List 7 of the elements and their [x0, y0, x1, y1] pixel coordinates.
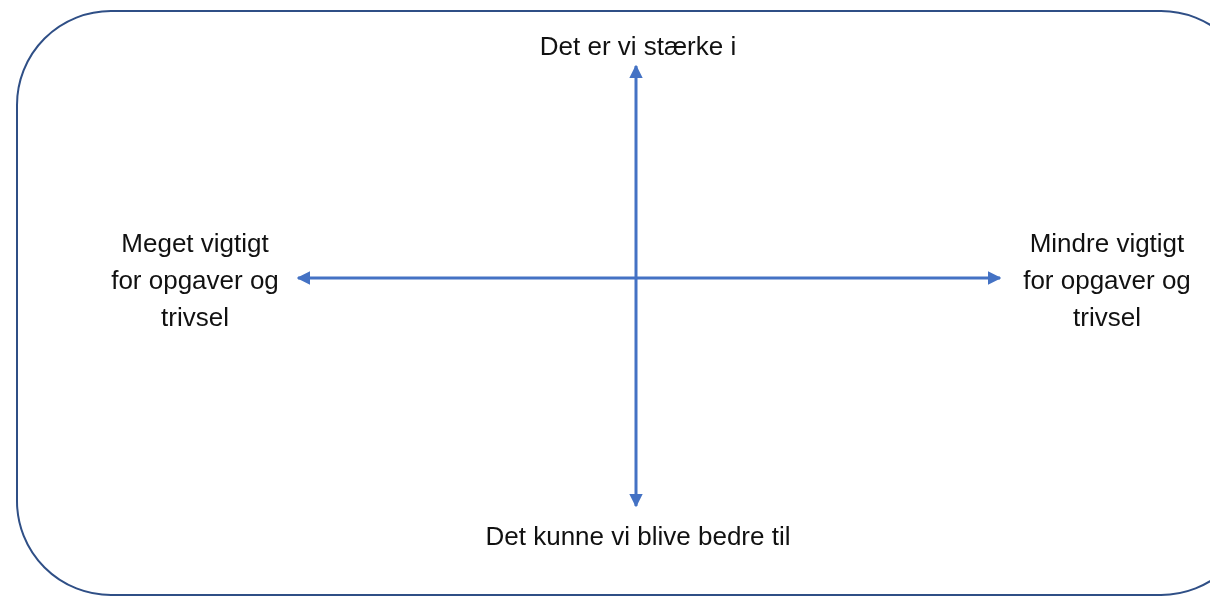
rounded-frame: [16, 10, 1210, 596]
double-arrow: [296, 271, 1002, 285]
axis-label: Det kunne vi blive bedre til: [438, 508, 838, 564]
double-arrow: [629, 64, 643, 508]
axis-label: Det er vi stærke i: [502, 24, 774, 68]
axis-label: Meget vigtigt for opgaver og trivsel: [90, 220, 300, 340]
axis-label: Mindre vigtigt for opgaver og trivsel: [1002, 220, 1210, 340]
